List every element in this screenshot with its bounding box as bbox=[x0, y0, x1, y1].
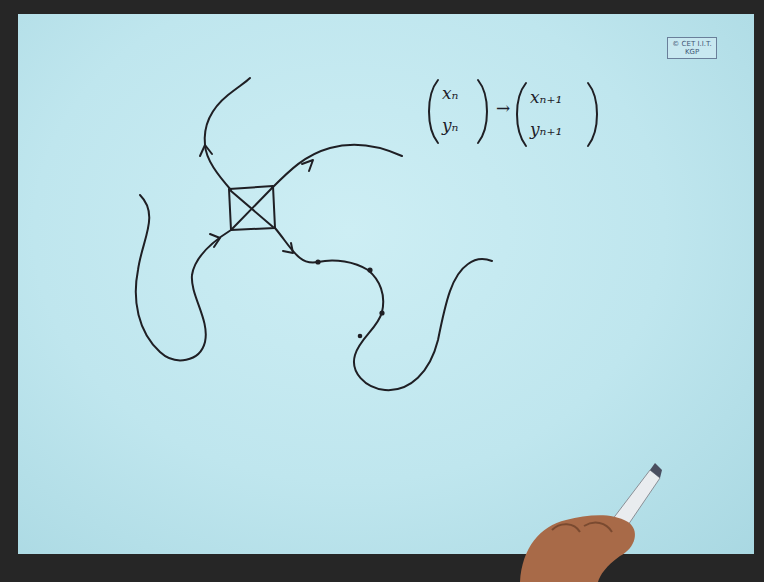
stable-branch bbox=[136, 195, 231, 360]
vector-component: yₙ₊₁ bbox=[530, 120, 562, 139]
copyright-stamp: © CET I.I.T. KGP bbox=[667, 37, 717, 59]
box-outline bbox=[229, 186, 275, 230]
arrow-head bbox=[283, 243, 293, 253]
vector-component: xₙ bbox=[442, 84, 458, 103]
arrow-head bbox=[302, 160, 313, 171]
bracket bbox=[429, 80, 438, 143]
stable-branch bbox=[272, 145, 402, 188]
stamp-text: © CET I.I.T. KGP bbox=[671, 40, 713, 56]
bracket bbox=[588, 83, 597, 146]
arrow-head bbox=[210, 234, 220, 247]
saddle-cross bbox=[231, 188, 273, 229]
unstable-branch bbox=[205, 78, 250, 190]
vector-component: xₙ₊₁ bbox=[530, 88, 562, 107]
unstable-branch bbox=[275, 228, 492, 390]
bracket bbox=[517, 83, 526, 146]
iterate-dots bbox=[315, 259, 384, 338]
vector-component: yₙ bbox=[442, 116, 459, 135]
hand-with-pen bbox=[520, 463, 662, 582]
map-arrow: → bbox=[496, 99, 510, 118]
board-ground bbox=[18, 14, 754, 554]
arrow-head bbox=[200, 145, 212, 156]
bracket bbox=[478, 80, 487, 143]
